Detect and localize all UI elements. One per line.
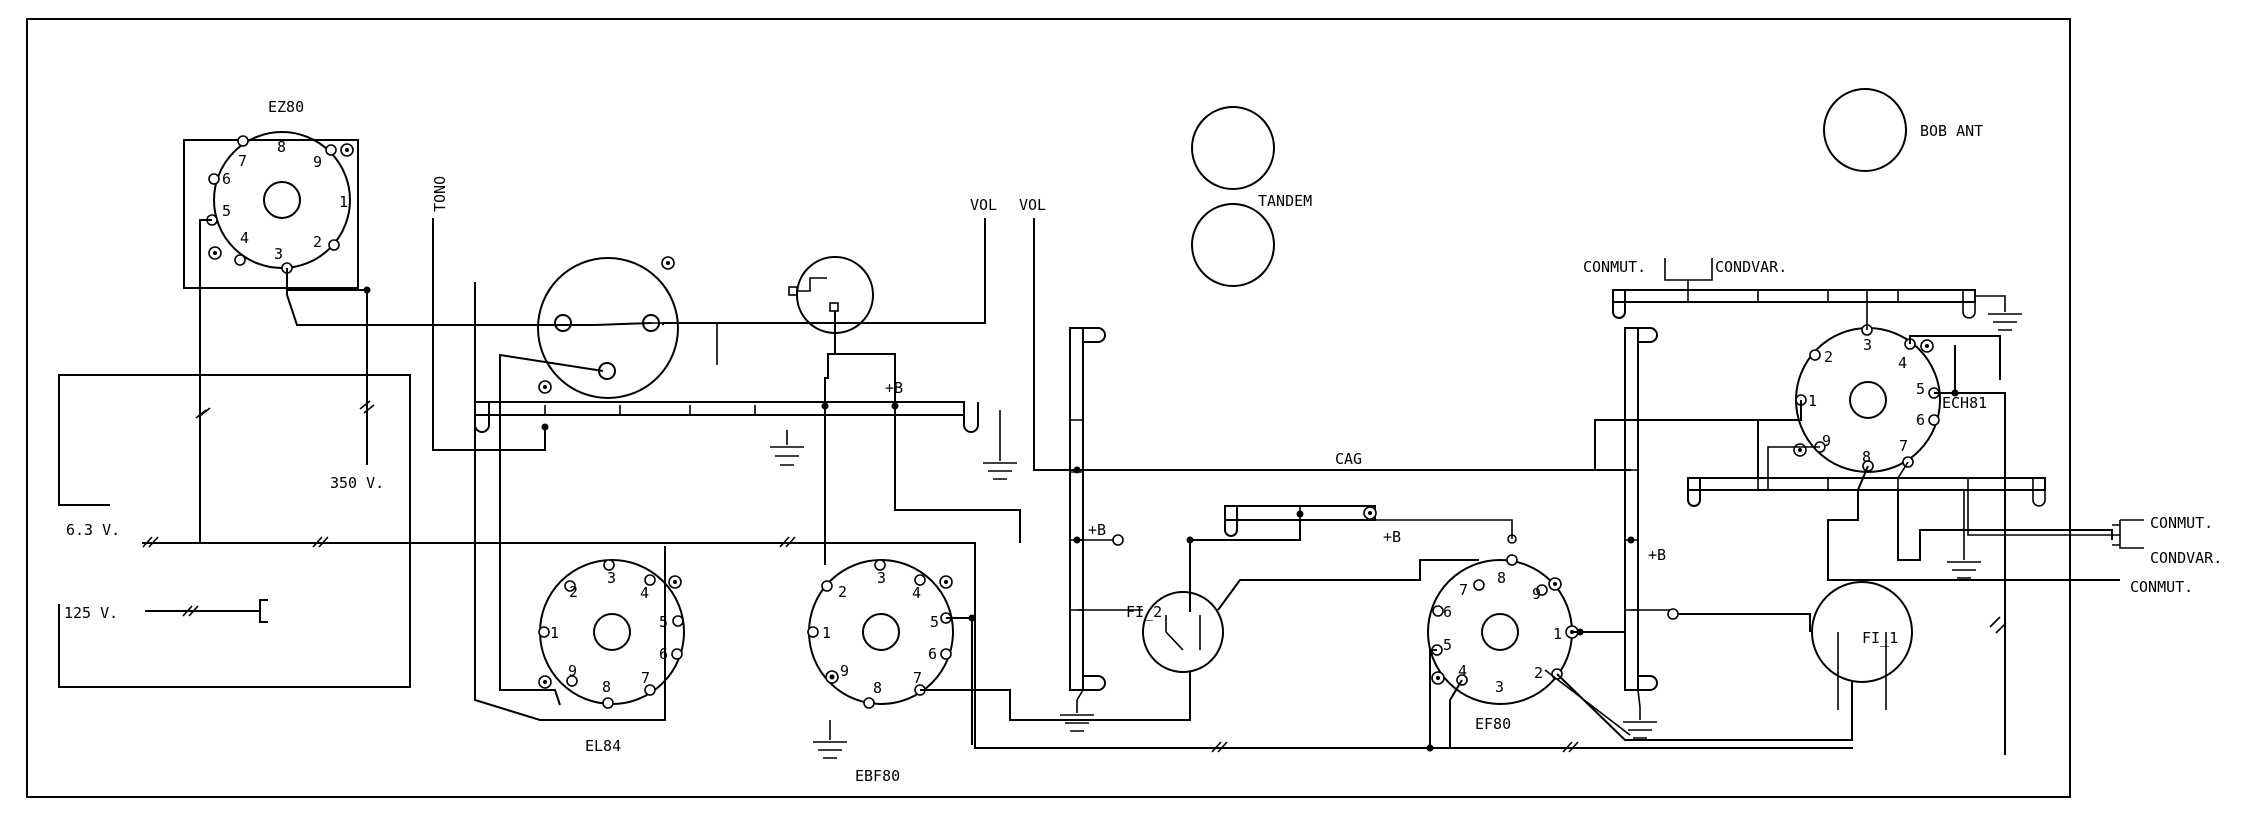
ef80-pin-3: 3 [1495, 678, 1504, 696]
tag-strip-bottom-right [1687, 477, 2046, 507]
ez80-pin-2: 2 [313, 233, 322, 251]
el84-pin-8: 8 [602, 678, 611, 696]
cag-label: CAG [1335, 450, 1362, 468]
el84-pin-4: 4 [640, 584, 649, 602]
ef80-pin-8: 8 [1497, 569, 1506, 587]
ez80-socket: 1 2 3 4 5 6 7 8 9 [183, 131, 359, 289]
volume-potentiometer [788, 256, 874, 334]
ebf80-pin-5: 5 [930, 613, 939, 631]
ech81-pin-3: 3 [1863, 336, 1872, 354]
fi1-transformer [1811, 581, 1913, 710]
ebf80-pin-9: 9 [840, 662, 849, 680]
signal-wiring: CAG [432, 218, 2120, 755]
ebf80-pin-4: 4 [912, 584, 921, 602]
el84-pin-3: 3 [607, 569, 616, 587]
ef80-pin-7: 7 [1459, 581, 1468, 599]
ez80-pin-3: 3 [274, 245, 283, 263]
ebf80-pin-1: 1 [822, 624, 831, 642]
ez80-pin-5: 5 [222, 202, 231, 220]
conmut-right-label-2: CONMUT. [2130, 578, 2193, 596]
plusb-label-4: +B [1383, 528, 1401, 546]
antenna-coil [1823, 88, 1907, 172]
ef80-pin-9: 9 [1532, 585, 1541, 603]
el84-pin-7: 7 [641, 669, 650, 687]
ech81-pin-9: 9 [1822, 432, 1831, 450]
vol-label-right: VOL [1019, 196, 1046, 214]
ez80-pin-6: 6 [222, 170, 231, 188]
condvar-top-label: CONDVAR. [1715, 258, 1787, 276]
ef80-label: EF80 [1475, 715, 1511, 733]
ef80-pin-6: 6 [1443, 603, 1452, 621]
ebf80-label: EBF80 [855, 767, 900, 785]
v63-label: 6.3 V. [66, 521, 120, 539]
el84-pin-5: 5 [659, 613, 668, 631]
ech81-pin-2: 2 [1824, 348, 1833, 366]
ech81-pin-4: 4 [1898, 354, 1907, 372]
ebf80-pin-6: 6 [928, 645, 937, 663]
el84-pin-6: 6 [659, 645, 668, 663]
v350-label: 350 V. [330, 474, 384, 492]
conmut-top-label: CONMUT. [1583, 258, 1646, 276]
tone-potentiometer [537, 256, 679, 399]
tag-strip-top-right [1612, 289, 1976, 319]
ebf80-pin-2: 2 [838, 583, 847, 601]
ebf80-pin-3: 3 [877, 569, 886, 587]
el84-label: EL84 [585, 737, 621, 755]
ez80-pin-4: 4 [240, 229, 249, 247]
ech81-pin-7: 7 [1899, 437, 1908, 455]
vol-label-left: VOL [970, 196, 997, 214]
ef80-pin-1: 1 [1553, 625, 1562, 643]
tandem-label: TANDEM [1258, 192, 1312, 210]
ef80-pin-4: 4 [1458, 662, 1467, 680]
ebf80-pin-8: 8 [873, 679, 882, 697]
fi2-transformer [1142, 591, 1224, 673]
chassis-outline [26, 18, 2071, 798]
v125-label: 125 V. [64, 604, 118, 622]
ef80-pin-5: 5 [1443, 636, 1452, 654]
el84-socket: 1 2 3 4 5 6 7 8 9 [538, 559, 685, 709]
ebf80-socket: 1 2 3 4 5 6 7 8 9 [807, 559, 954, 709]
ef80-pin-2: 2 [1534, 664, 1543, 682]
tono-label: TONO [431, 176, 449, 212]
ground-symbols [770, 300, 2022, 759]
ez80-pin-9: 9 [313, 153, 322, 171]
bob-ant-label: BOB ANT [1920, 122, 1983, 140]
el84-pin-2: 2 [569, 583, 578, 601]
ech81-label: ECH81 [1942, 394, 1987, 412]
ez80-pin-8: 8 [277, 138, 286, 156]
ech81-pin-6: 6 [1916, 411, 1925, 429]
ech81-pin-5: 5 [1916, 380, 1925, 398]
ech81-socket: 1 2 3 4 5 6 7 8 9 [1793, 324, 1941, 473]
ech81-pin-8: 8 [1862, 448, 1871, 466]
ez80-label: EZ80 [268, 98, 304, 116]
plusb-label-2: +B [1088, 521, 1106, 539]
conmut-right-label-1: CONMUT. [2150, 514, 2213, 532]
ez80-pin-1: 1 [339, 193, 348, 211]
tag-strip-vertical-right [1624, 327, 1658, 691]
power-wiring: 350 V. 6.3 V. 125 V. [58, 219, 1853, 753]
fi2-label: FI_2 [1126, 603, 1162, 621]
fi1-label: FI_1 [1862, 629, 1898, 647]
ebf80-pin-7: 7 [913, 669, 922, 687]
ech81-pin-1: 1 [1808, 392, 1817, 410]
el84-pin-1: 1 [550, 624, 559, 642]
el84-pin-9: 9 [568, 662, 577, 680]
condvar-right-label: CONDVAR. [2150, 549, 2222, 567]
tandem-capacitor [1191, 106, 1275, 287]
ez80-pin-7: 7 [238, 152, 247, 170]
tag-strip-vertical-left [1069, 327, 1106, 691]
plusb-label-3: +B [1648, 546, 1666, 564]
